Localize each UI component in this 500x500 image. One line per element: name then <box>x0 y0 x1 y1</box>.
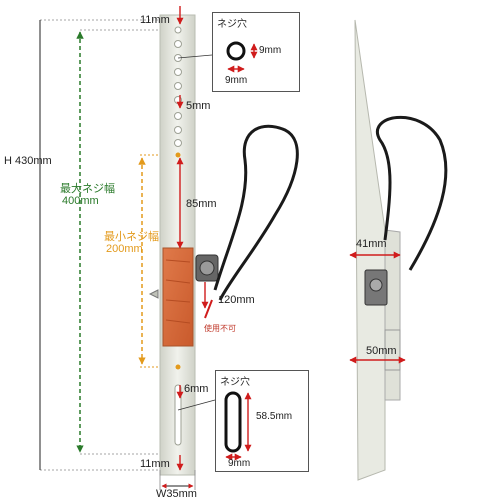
slot-hole-inset: ネジ穴 58.5mm 9mm <box>215 370 309 472</box>
side-depth-top-label: 41mm <box>356 238 387 250</box>
min-screw-label: 最小ネジ幅 <box>104 231 159 243</box>
max-screw-width-dimension <box>76 29 175 455</box>
slot-hole-title: ネジ穴 <box>220 377 250 388</box>
hole-pitch-label: 5mm <box>186 100 211 112</box>
min-screw-width-dimension <box>138 154 178 368</box>
front-rail <box>148 14 219 476</box>
gap-6-label: 6mm <box>184 383 209 395</box>
side-view-dimensions <box>349 251 406 364</box>
top-margin-label: 11mm <box>140 14 170 26</box>
side-depth-bottom-label: 50mm <box>366 345 397 357</box>
unusable-label: 使用不可 <box>204 324 236 333</box>
round-hole-height: 9mm <box>259 45 282 56</box>
slot-hole-height: 58.5mm <box>256 411 293 422</box>
round-hole-diagram <box>226 41 258 73</box>
round-hole-width: 9mm <box>225 75 248 86</box>
round-hole-title: ネジ穴 <box>217 19 247 30</box>
gap-85-label: 85mm <box>186 198 217 210</box>
overall-height-dimension <box>39 19 160 471</box>
max-screw-label: 最大ネジ幅 <box>60 183 115 195</box>
side-view-rail <box>354 19 401 481</box>
min-screw-value: 200mm <box>106 243 143 255</box>
bottom-margin-label: 11mm <box>140 458 170 470</box>
safety-strap-front <box>213 124 299 301</box>
width-label: W35mm <box>156 488 197 500</box>
rail-red-dimensions <box>176 6 209 471</box>
round-hole-inset: ネジ穴 9mm 9mm <box>212 12 300 92</box>
gap-120-label: 120mm <box>218 294 255 306</box>
width-dimension <box>159 470 196 490</box>
safety-strap-side <box>376 116 448 271</box>
slot-hole-width: 9mm <box>228 458 251 469</box>
max-screw-value: 400mm <box>62 195 99 207</box>
height-label: H 430mm <box>4 155 52 167</box>
slot-hole-diagram <box>224 391 252 461</box>
